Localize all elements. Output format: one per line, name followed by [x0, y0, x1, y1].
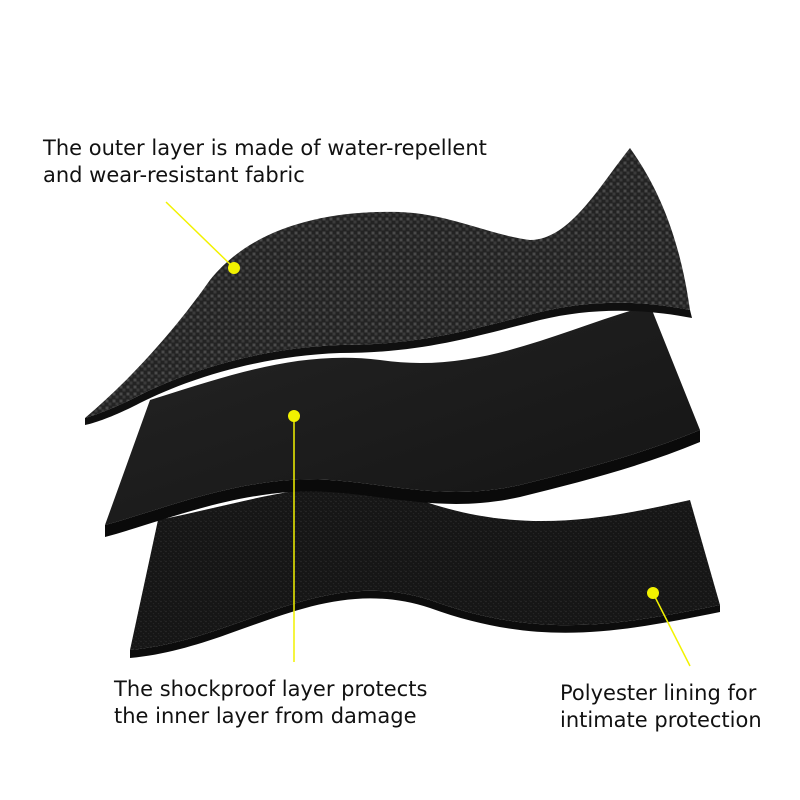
shockproof-layer-callout-marker: [288, 410, 300, 662]
shockproof-foam-layer: [105, 305, 700, 537]
outer-layer-caption: The outer layer is made of water-repelle…: [43, 135, 487, 189]
outer-layer-caption-line-2: and wear-resistant fabric: [43, 163, 305, 187]
outer-layer-caption-line-1: The outer layer is made of water-repelle…: [43, 136, 487, 160]
shockproof-layer-caption-line-2: the inner layer from damage: [114, 704, 417, 728]
lining-caption: Polyester lining for intimate protection: [560, 680, 762, 734]
outer-fabric-layer: [85, 148, 692, 425]
shockproof-layer-caption-line-1: The shockproof layer protects: [114, 677, 428, 701]
polyester-lining-layer: [130, 487, 720, 658]
outer-layer-callout-marker: [165, 201, 240, 274]
shockproof-layer-caption: The shockproof layer protects the inner …: [114, 676, 427, 730]
lining-caption-line-2: intimate protection: [560, 708, 762, 732]
lining-caption-line-1: Polyester lining for: [560, 681, 757, 705]
lining-callout-marker: [647, 587, 691, 667]
